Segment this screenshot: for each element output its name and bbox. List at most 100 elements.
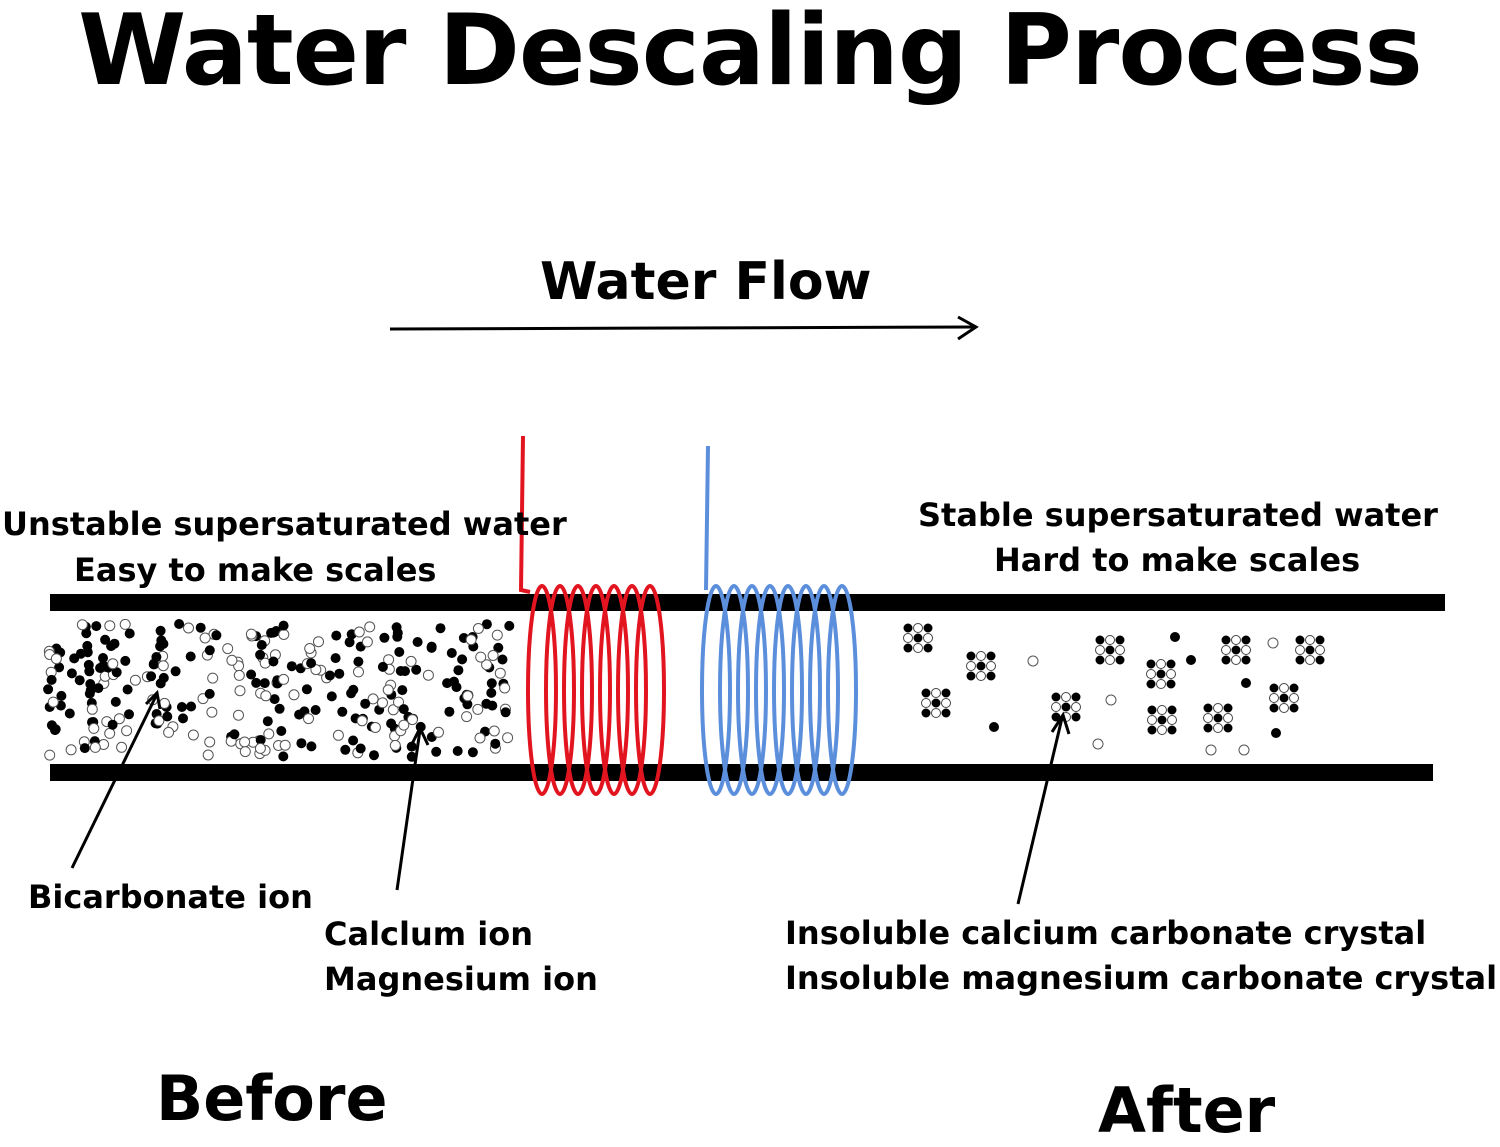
bicarbonate-ion [93,683,104,694]
bicarbonate-ion [195,622,206,633]
loose-ion-filled [1170,632,1180,642]
bicarbonate-ion [360,698,371,709]
bicarbonate-ion [162,711,173,722]
bicarbonate-ion [377,661,388,672]
bicarbonate-ion [392,631,403,642]
bicarbonate-ion [379,632,390,643]
water-flow-label: Water Flow [540,252,872,312]
loose-ion-hollow [1205,744,1217,756]
coil-loop [562,584,594,796]
coil-loop [790,584,822,796]
page-title: Water Descaling Process [78,0,1423,108]
calcium-ion [367,693,379,705]
bicarbonate-ion [54,662,65,673]
calcium-ion [313,636,324,648]
bicarbonate-ion [211,630,222,641]
bicarbonate-ion [43,684,54,695]
after-caption: After [1098,1074,1276,1147]
bicarbonate-ion [431,746,442,757]
calcium-ion [206,706,218,718]
bicarbonate-ion [75,648,86,659]
carbonate-crystal [1147,705,1177,735]
calcium-ion [207,672,219,684]
bicarbonate-ion [481,619,492,630]
calcium-ion [422,669,434,681]
bicarbonate-ion [98,653,108,663]
before-state-line2: Easy to make scales [74,551,437,589]
bicarbonate-ion [100,634,111,645]
calcium-ion [487,650,499,661]
bicarbonate-ion [435,623,446,634]
calcium-ion [472,703,484,715]
calcium-ion [475,651,487,663]
calcium-ion [89,741,101,753]
calcium-ion [488,725,500,737]
bicarbonate-ion [467,747,478,758]
bicarbonate-ion [276,726,287,736]
bicarbonate-ion [98,660,109,671]
bicarbonate-ion [259,678,270,689]
bicarbonate-ion [306,658,317,669]
bicarbonate-ion [331,630,342,641]
coil-loop [544,584,576,796]
bicarbonate-ion [111,667,122,678]
calcium-ion [491,629,503,641]
bicarbonate-ion [266,627,277,638]
bicarbonate-ion [74,675,85,686]
calcium-ion [260,690,272,702]
calcium-ion [405,655,417,667]
calcium-ion [254,742,266,754]
bicarbonate-ion [397,685,408,696]
bicarbonate-ion [91,621,102,632]
before-state-line1: Unstable supersaturated water [2,505,567,543]
after-state-line1: Stable supersaturated water [918,496,1438,534]
bicarbonate-ion [278,751,289,762]
bicarbonate-ion [204,645,215,656]
bicarbonate-ion [251,677,262,688]
calcium-ion [157,660,169,672]
calcium-ion [187,729,199,741]
calcium-ion [202,749,214,761]
bicarbonate-ion [262,716,273,727]
bicarbonate-ion [151,652,162,662]
loose-ion-filled [989,722,999,732]
bicarbonate-ion [504,620,515,631]
bicarbonate-ion [107,719,118,730]
bicarbonate-ion [324,670,335,681]
bicarbonate-ion [268,656,279,667]
calcium-ion [474,732,486,744]
bicarbonate-ion [386,718,397,729]
bicarbonate-ion [84,666,95,677]
bicarbonate-ion [256,640,267,650]
bicarbonate-ion [286,661,297,672]
calcium-ion [406,714,418,726]
calcium-ion-label: Calclum ion [324,915,533,953]
calcium-ion [499,682,511,694]
calcium-ion [288,689,300,701]
bicarbonate-ion [486,678,497,689]
calcium-ion [239,746,251,758]
bicarbonate-ion [255,649,266,660]
calcium-ion [65,744,77,756]
magnesium-carbonate-crystal-label: Insoluble magnesium carbonate crystal [785,959,1498,997]
calcium-ion [153,715,165,727]
loose-ion-filled [1186,655,1196,665]
calcium-ion [88,722,100,734]
bicarbonate-ion [56,690,67,701]
calcium-ion [387,704,399,716]
calcium-ion [389,739,401,751]
coil-loop [772,584,804,796]
bicarbonate-ion [391,622,402,633]
calcium-ion [86,703,98,715]
bicarbonate-ion [158,638,169,649]
after-state-line2: Hard to make scales [994,541,1361,579]
bicarbonate-ion [395,666,406,676]
coil-loop [826,584,858,796]
carbonate-crystal [966,651,996,681]
blue-coil [700,445,858,796]
calcium-ion [433,726,444,738]
flow-arrow [389,315,979,341]
bicarbonate-ion [426,642,437,653]
calcium-ion [369,722,381,733]
